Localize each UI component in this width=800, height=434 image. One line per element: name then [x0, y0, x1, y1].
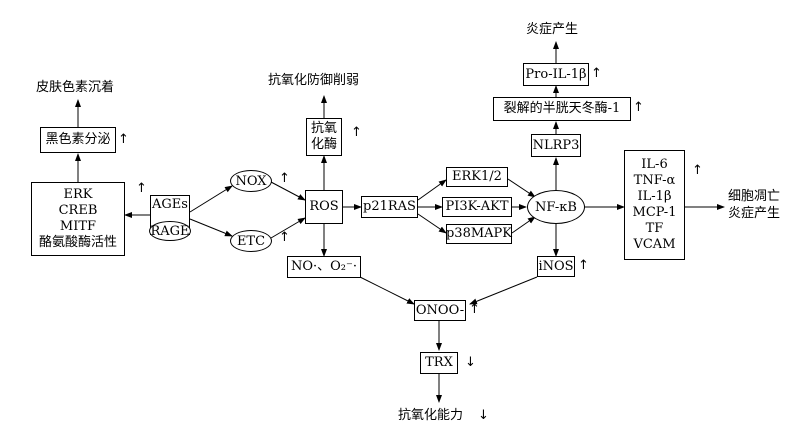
node-no-o2: NO·、O₂⁻·	[287, 256, 361, 278]
node-pigment-deposit: 皮肤色素沉着	[36, 80, 115, 95]
node-melanin-secretion: 黑色素分泌	[40, 127, 116, 153]
up-arrow-icon: ↑	[633, 100, 644, 115]
up-arrow-icon: ↑	[136, 181, 147, 196]
node-nox: NOX	[230, 170, 272, 192]
down-arrow-icon: ↓	[465, 355, 476, 370]
edge-p21ras-to-p38	[417, 213, 447, 234]
edge-nox-to-ros	[270, 181, 306, 201]
node-pro-il1b: Pro-IL-1β	[523, 63, 589, 86]
node-p38mapk-label: p38MAPK	[445, 226, 513, 241]
node-pi3k-akt: PI3K-AKT	[442, 197, 512, 217]
label-cytokine-5: TF	[645, 221, 664, 236]
node-inos-label: iNOS	[538, 258, 574, 274]
node-erk12-label: ERK1/2	[452, 169, 502, 184]
label-antioxidase-1: 抗氧	[310, 121, 337, 136]
label-creb: CREB	[58, 203, 98, 218]
node-erk12: ERK1/2	[446, 167, 508, 187]
node-ros: ROS	[305, 190, 343, 224]
up-arrow-icon: ↑	[279, 171, 290, 186]
node-apoptosis-line2: 炎症产生	[728, 206, 781, 221]
up-arrow-icon: ↑	[578, 258, 589, 273]
node-p21ras: p21RAS	[361, 196, 418, 218]
node-cytokines: IL-6 TNF-α IL-1β MCP-1 TF VCAM	[624, 150, 685, 260]
label-cytokine-6: VCAM	[633, 237, 676, 252]
node-antioxidant-capacity: 抗氧化能力	[398, 408, 464, 423]
node-no-o2-label: NO·、O₂⁻·	[290, 259, 358, 274]
node-ros-label: ROS	[309, 199, 339, 214]
node-pro-il1b-label: Pro-IL-1β	[525, 66, 587, 82]
label-antioxidase-2: 化酶	[310, 137, 337, 152]
node-etc: ETC	[230, 230, 272, 252]
node-onoo: ONOO-	[414, 300, 466, 321]
node-nox-label: NOX	[235, 173, 267, 189]
up-arrow-icon: ↑	[692, 163, 703, 178]
label-cytokine-3: IL-1β	[637, 189, 672, 204]
label-mitf: MITF	[59, 219, 97, 234]
edge-p38-to-nfkb	[511, 216, 536, 234]
node-etc-label: ETC	[236, 233, 266, 249]
node-nlrp3-label: NLRP3	[532, 137, 580, 153]
up-arrow-icon: ↑	[591, 66, 602, 81]
node-inos: iNOS	[537, 256, 575, 277]
up-arrow-icon: ↑	[279, 230, 290, 245]
label-cytokine-4: MCP-1	[632, 205, 677, 220]
edge-etc-to-ros	[270, 217, 306, 239]
node-onoo-label: ONOO-	[415, 302, 465, 318]
edge-ages-to-nox	[189, 185, 233, 213]
label-cytokine-2: TNF-α	[633, 173, 676, 188]
edge-inos-to-onoo	[469, 276, 538, 305]
node-pi3k-akt-label: PI3K-AKT	[445, 199, 509, 214]
node-nfkb: NF-κB	[527, 190, 585, 224]
node-melanin-secretion-label: 黑色素分泌	[45, 132, 111, 147]
node-caspase1: 裂解的半胱天冬酶-1	[493, 97, 631, 121]
up-arrow-icon: ↑	[469, 302, 480, 317]
node-ages-label: AGEs	[152, 197, 188, 212]
label-tyrosinase: 酪氨酸酶活性	[38, 235, 117, 250]
node-apoptosis-line1: 细胞凋亡	[728, 189, 781, 204]
node-caspase1-label: 裂解的半胱天冬酶-1	[503, 101, 621, 116]
node-p38mapk: p38MAPK	[446, 224, 512, 244]
node-trx: TRX	[420, 352, 458, 374]
node-rage: RAGE	[149, 221, 191, 241]
node-inflammation-top: 炎症产生	[526, 22, 579, 37]
edge-ages-to-etc	[189, 218, 233, 237]
node-p21ras-label: p21RAS	[363, 199, 416, 214]
node-trx-label: TRX	[425, 355, 453, 370]
node-erk-creb-mitf: ERK CREB MITF 酪氨酸酶活性	[31, 182, 125, 256]
label-cytokine-1: IL-6	[641, 157, 668, 172]
up-arrow-icon: ↑	[118, 132, 129, 147]
label-erk: ERK	[63, 187, 93, 202]
node-nfkb-label: NF-κB	[535, 199, 577, 215]
node-antioxidant-weakened: 抗氧化防御削弱	[268, 73, 360, 88]
node-nlrp3: NLRP3	[531, 134, 581, 157]
edge-no-to-onoo	[359, 276, 415, 305]
up-arrow-icon: ↑	[351, 125, 362, 140]
edge-p21ras-to-erk12	[417, 179, 447, 201]
down-arrow-icon: ↓	[478, 408, 489, 423]
node-rage-label: RAGE	[150, 223, 190, 239]
node-antioxidase: 抗氧 化酶	[306, 118, 342, 156]
edge-erk12-to-nfkb	[507, 178, 536, 198]
